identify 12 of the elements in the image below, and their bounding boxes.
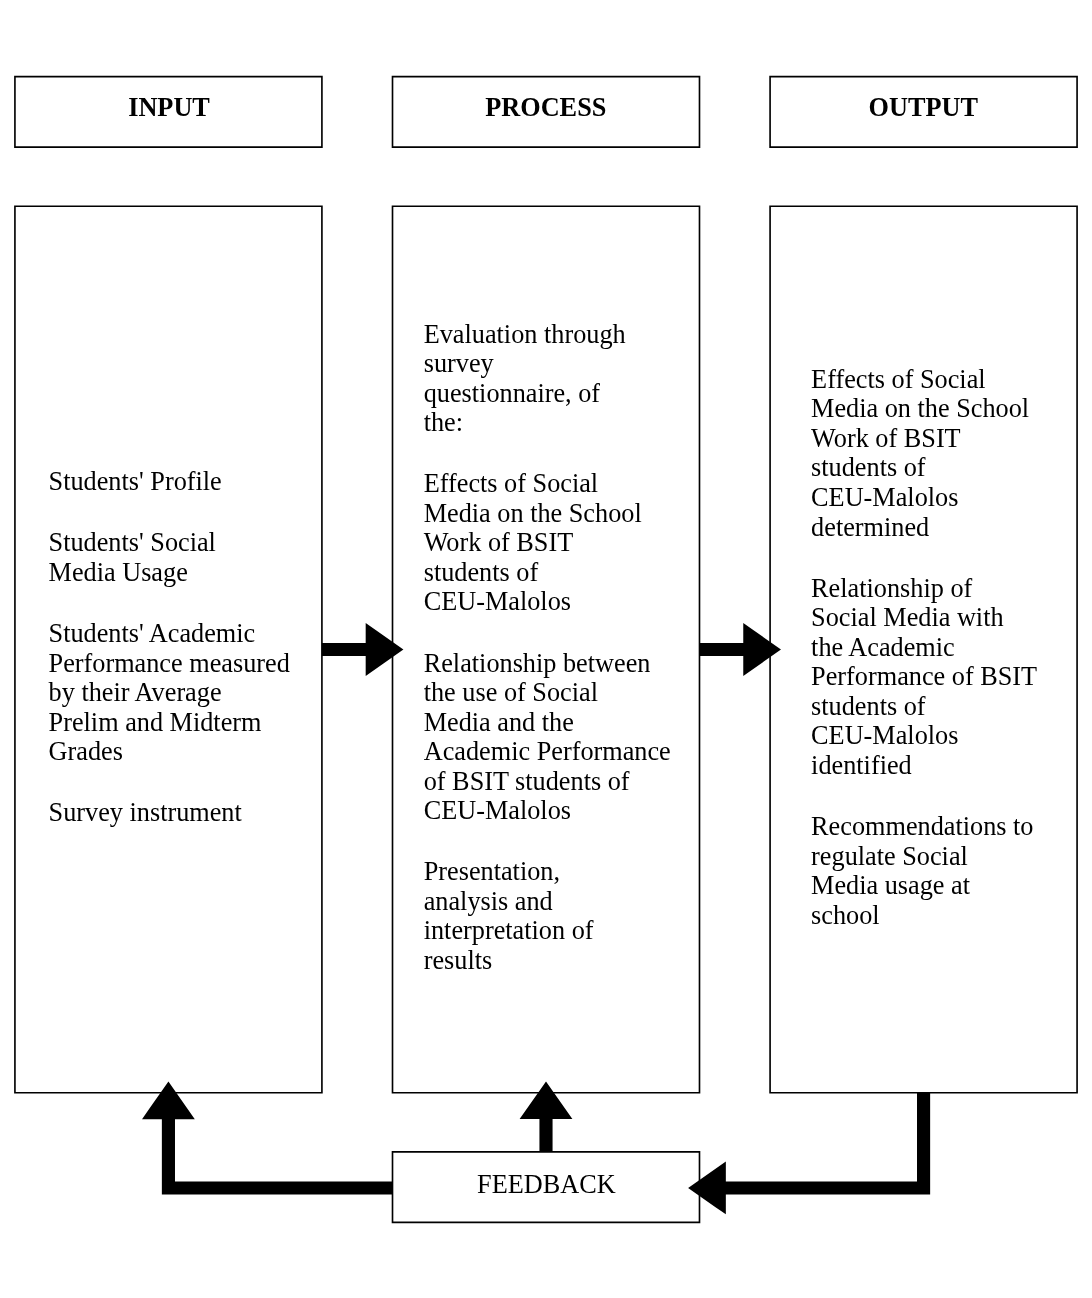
arrow [322,622,404,676]
arrow [699,622,781,676]
node-box: Effects of Social Media on the School Work of BSIT students of CEU-Malolos determined Relationship of Social Media with the Academic Performance of BSIT students of CEU-Malolos identified Recommendations to regulate Social Media usage at school [769,204,1078,1094]
arrow [519,1080,573,1151]
node-box: FEEDBACK [391,1150,701,1223]
node-box: INPUT [14,75,323,148]
arrow [142,1081,393,1195]
node-box: Evaluation through survey questionnaire, of the: Effects of Social Media on the School Work of BSIT students of CEU-Malolos Relationship between the use of Social Media and the Academic Performance of BSIT students of CEU-Malolos Presentation, analysis and interpretation of results [391,204,701,1094]
node-box: OUTPUT [769,75,1078,148]
node-box: Students' Profile Students' Social Media Usage Students' Academic Performance measured by their Average Prelim and Midterm Grades Survey instrument [14,204,323,1094]
node-box: PROCESS [391,75,701,148]
arrow [688,1092,931,1214]
